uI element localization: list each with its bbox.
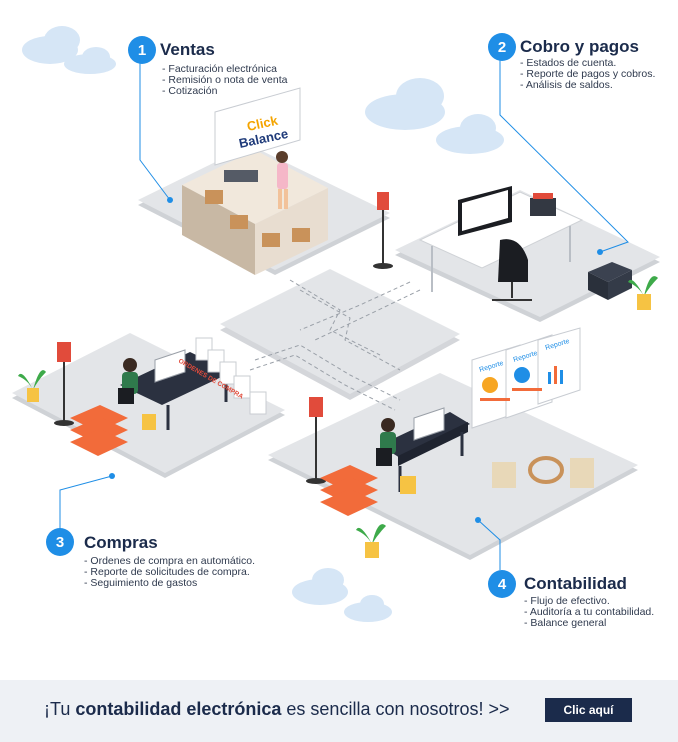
- list-item: Cotización: [162, 86, 288, 97]
- list-item: Ordenes de compra en automático.: [84, 556, 255, 567]
- section-items: Estados de cuenta. Reporte de pagos y co…: [520, 58, 656, 91]
- clic-aqui-button[interactable]: Clic aquí: [545, 698, 632, 722]
- section-title: Cobro y pagos: [520, 37, 640, 56]
- banner-prefix: ¡Tu: [44, 699, 76, 719]
- callout-dots: [109, 197, 603, 523]
- potted-plant-icon: [628, 276, 658, 310]
- list-item: Flujo de efectivo.: [524, 596, 654, 607]
- purchase-order-docs: [195, 337, 267, 415]
- banner-suffix: es sencilla con nosotros! >>: [281, 699, 510, 719]
- section-title: Contabilidad: [524, 574, 627, 593]
- brand-logo-line1: Click: [246, 113, 280, 134]
- floor-lamp: [373, 192, 393, 269]
- list-item: Análisis de saldos.: [520, 80, 655, 91]
- office-illustration: Click Balance: [12, 26, 660, 622]
- section-number-badge: 4: [488, 570, 516, 598]
- section-items: Facturación electrónica Remisión o nota …: [162, 64, 288, 97]
- cta-banner: ¡Tu contabilidad electrónica es sencilla…: [0, 680, 678, 742]
- section-number-badge: 2: [488, 33, 516, 61]
- section-title: Ventas: [160, 40, 215, 59]
- section-title: Compras: [84, 533, 158, 552]
- connector-lines: [249, 279, 421, 411]
- callout-lines: [59, 58, 629, 570]
- list-item: Reporte de pagos y cobros.: [520, 69, 655, 80]
- accounting-desk: [320, 407, 594, 516]
- potted-plant-icon: [18, 370, 46, 402]
- list-item: Seguimiento de gastos: [84, 578, 255, 589]
- floor-lamp: [306, 397, 326, 484]
- cloud-icon: [292, 568, 392, 622]
- cloud-icon: [22, 26, 116, 74]
- floor-lamp: [54, 342, 74, 426]
- sales-counter: [182, 87, 328, 275]
- section-items: Flujo de efectivo. Auditoría a tu contab…: [524, 596, 654, 629]
- purchases-desk: [70, 349, 232, 456]
- banner-bold-text: contabilidad electrónica: [75, 699, 282, 719]
- list-item: Balance general: [524, 618, 654, 629]
- banner-text: ¡Tu contabilidad electrónica es sencilla…: [44, 699, 510, 720]
- section-number-badge: 1: [128, 36, 156, 64]
- payments-desk: [418, 186, 632, 301]
- cashier-person: [276, 151, 288, 209]
- list-item: Remisión o nota de venta: [162, 75, 287, 86]
- potted-plant-icon: [356, 524, 386, 558]
- list-item: Facturación electrónica: [162, 64, 288, 75]
- section-items: Ordenes de compra en automático. Reporte…: [84, 556, 255, 589]
- infographic-scene: Click Balance: [0, 0, 678, 680]
- list-item: Estados de cuenta.: [520, 58, 655, 69]
- section-number-badge: 3: [46, 528, 74, 556]
- report-boards: [471, 327, 581, 429]
- list-item: Reporte de solicitudes de compra.: [84, 567, 255, 578]
- list-item: Auditoría a tu contabilidad.: [524, 607, 654, 618]
- cloud-icon: [365, 78, 504, 154]
